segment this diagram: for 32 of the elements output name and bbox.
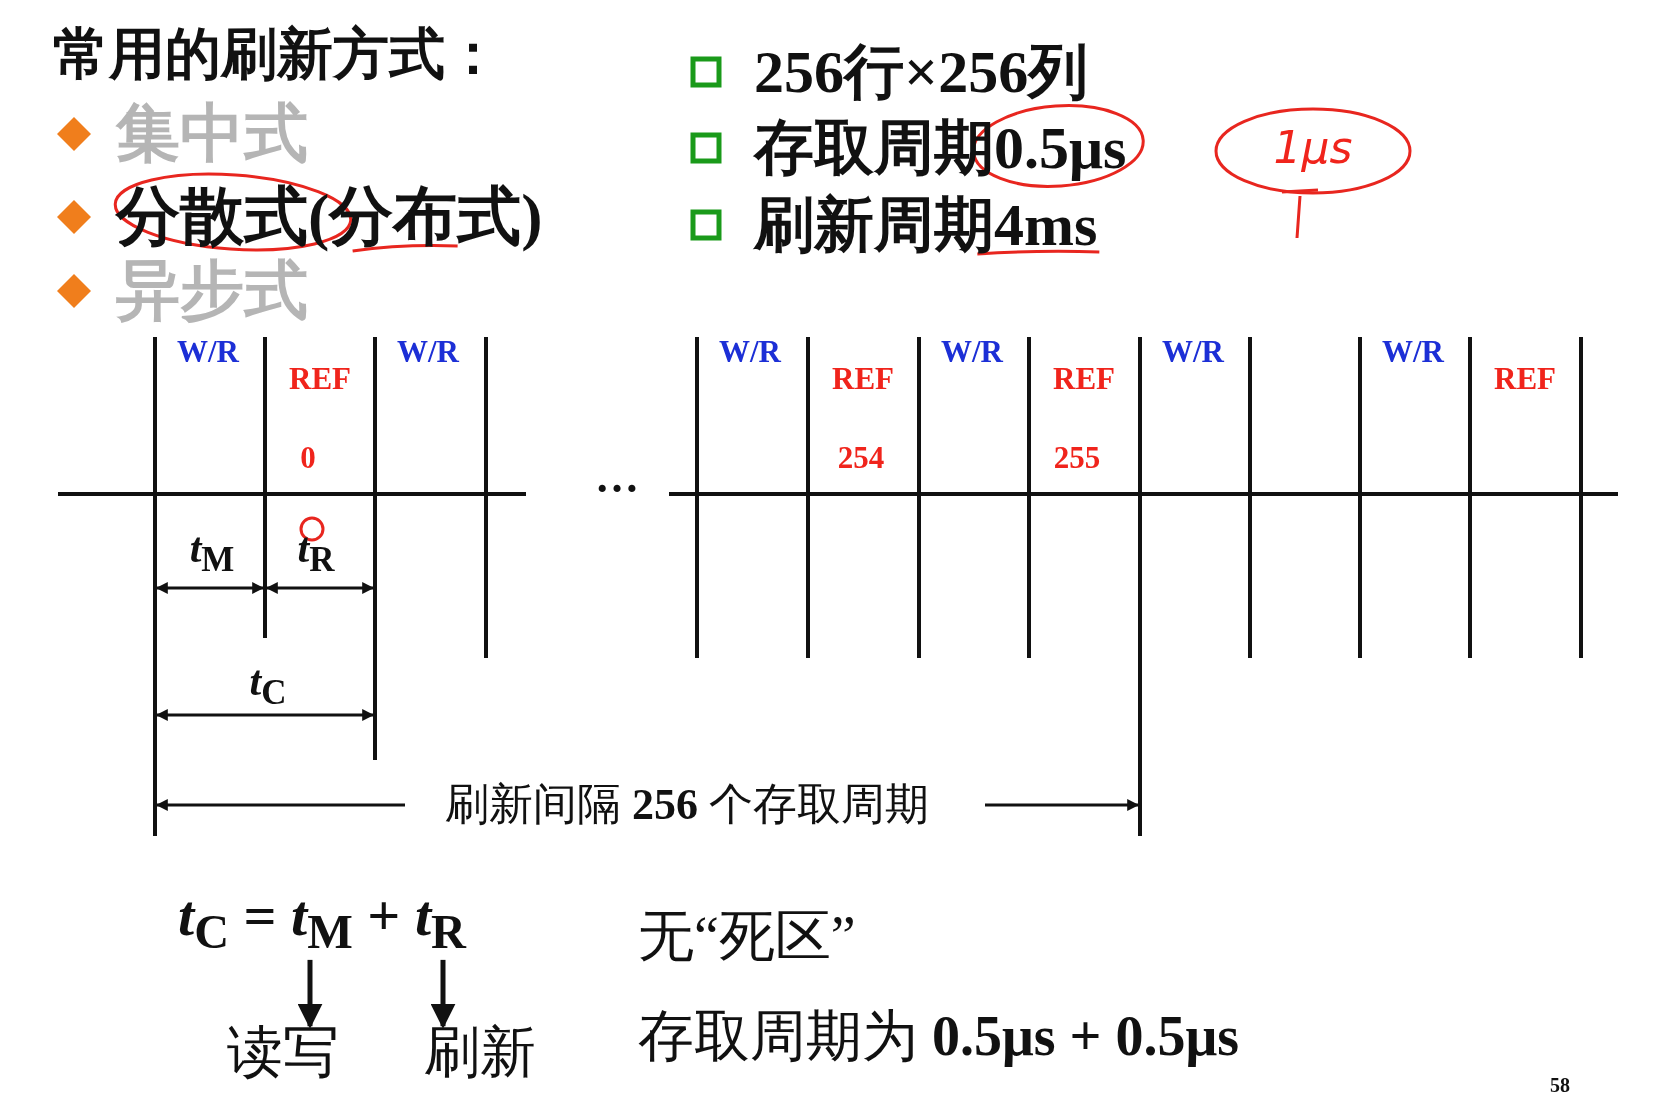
caption-text: 读写	[227, 1022, 339, 1084]
slot-label: W/R	[1382, 334, 1444, 370]
slot-label: REF	[289, 361, 351, 397]
heading: 常用的刷新方式：	[53, 24, 501, 86]
page-number: 58	[1550, 1074, 1570, 1096]
row-number: 0	[300, 440, 316, 476]
slot-label: W/R	[719, 334, 781, 370]
formula: t$_{C}$ = t$_{M}$ + t$_{R}$	[178, 884, 466, 958]
slot-label: W/R	[941, 334, 1003, 370]
list-item: 异步式	[116, 255, 308, 327]
row-number: 255	[1053, 440, 1101, 476]
time-label: t$_{C}$	[249, 657, 287, 713]
list-item: 集中式	[116, 98, 308, 170]
slot-label: REF	[832, 361, 894, 397]
row-number: 254	[837, 440, 885, 476]
slot-label: W/R	[1162, 334, 1224, 370]
slot-label: REF	[1053, 361, 1115, 397]
slot-label: REF	[1494, 361, 1556, 397]
arrow	[430, 959, 456, 1029]
slot-label: W/R	[397, 334, 459, 370]
time-label: t$_{R}$	[297, 524, 335, 580]
arrow	[297, 959, 323, 1029]
list-item: 256行×256列	[754, 39, 1089, 105]
slot-label: W/R	[177, 334, 239, 370]
note: 无“死区”	[638, 906, 856, 968]
caption-text: 刷新	[424, 1022, 536, 1084]
list-item: 刷新周期4ms	[754, 192, 1098, 258]
note: 存取周期为 0.5μs + 0.5μs	[638, 1006, 1239, 1068]
time-label: t$_{M}$	[189, 524, 235, 580]
interval-label: 刷新间隔 256 个存取周期	[445, 780, 929, 830]
handwritten-note: 1μs	[1273, 123, 1353, 173]
ellipsis: …	[595, 453, 639, 503]
